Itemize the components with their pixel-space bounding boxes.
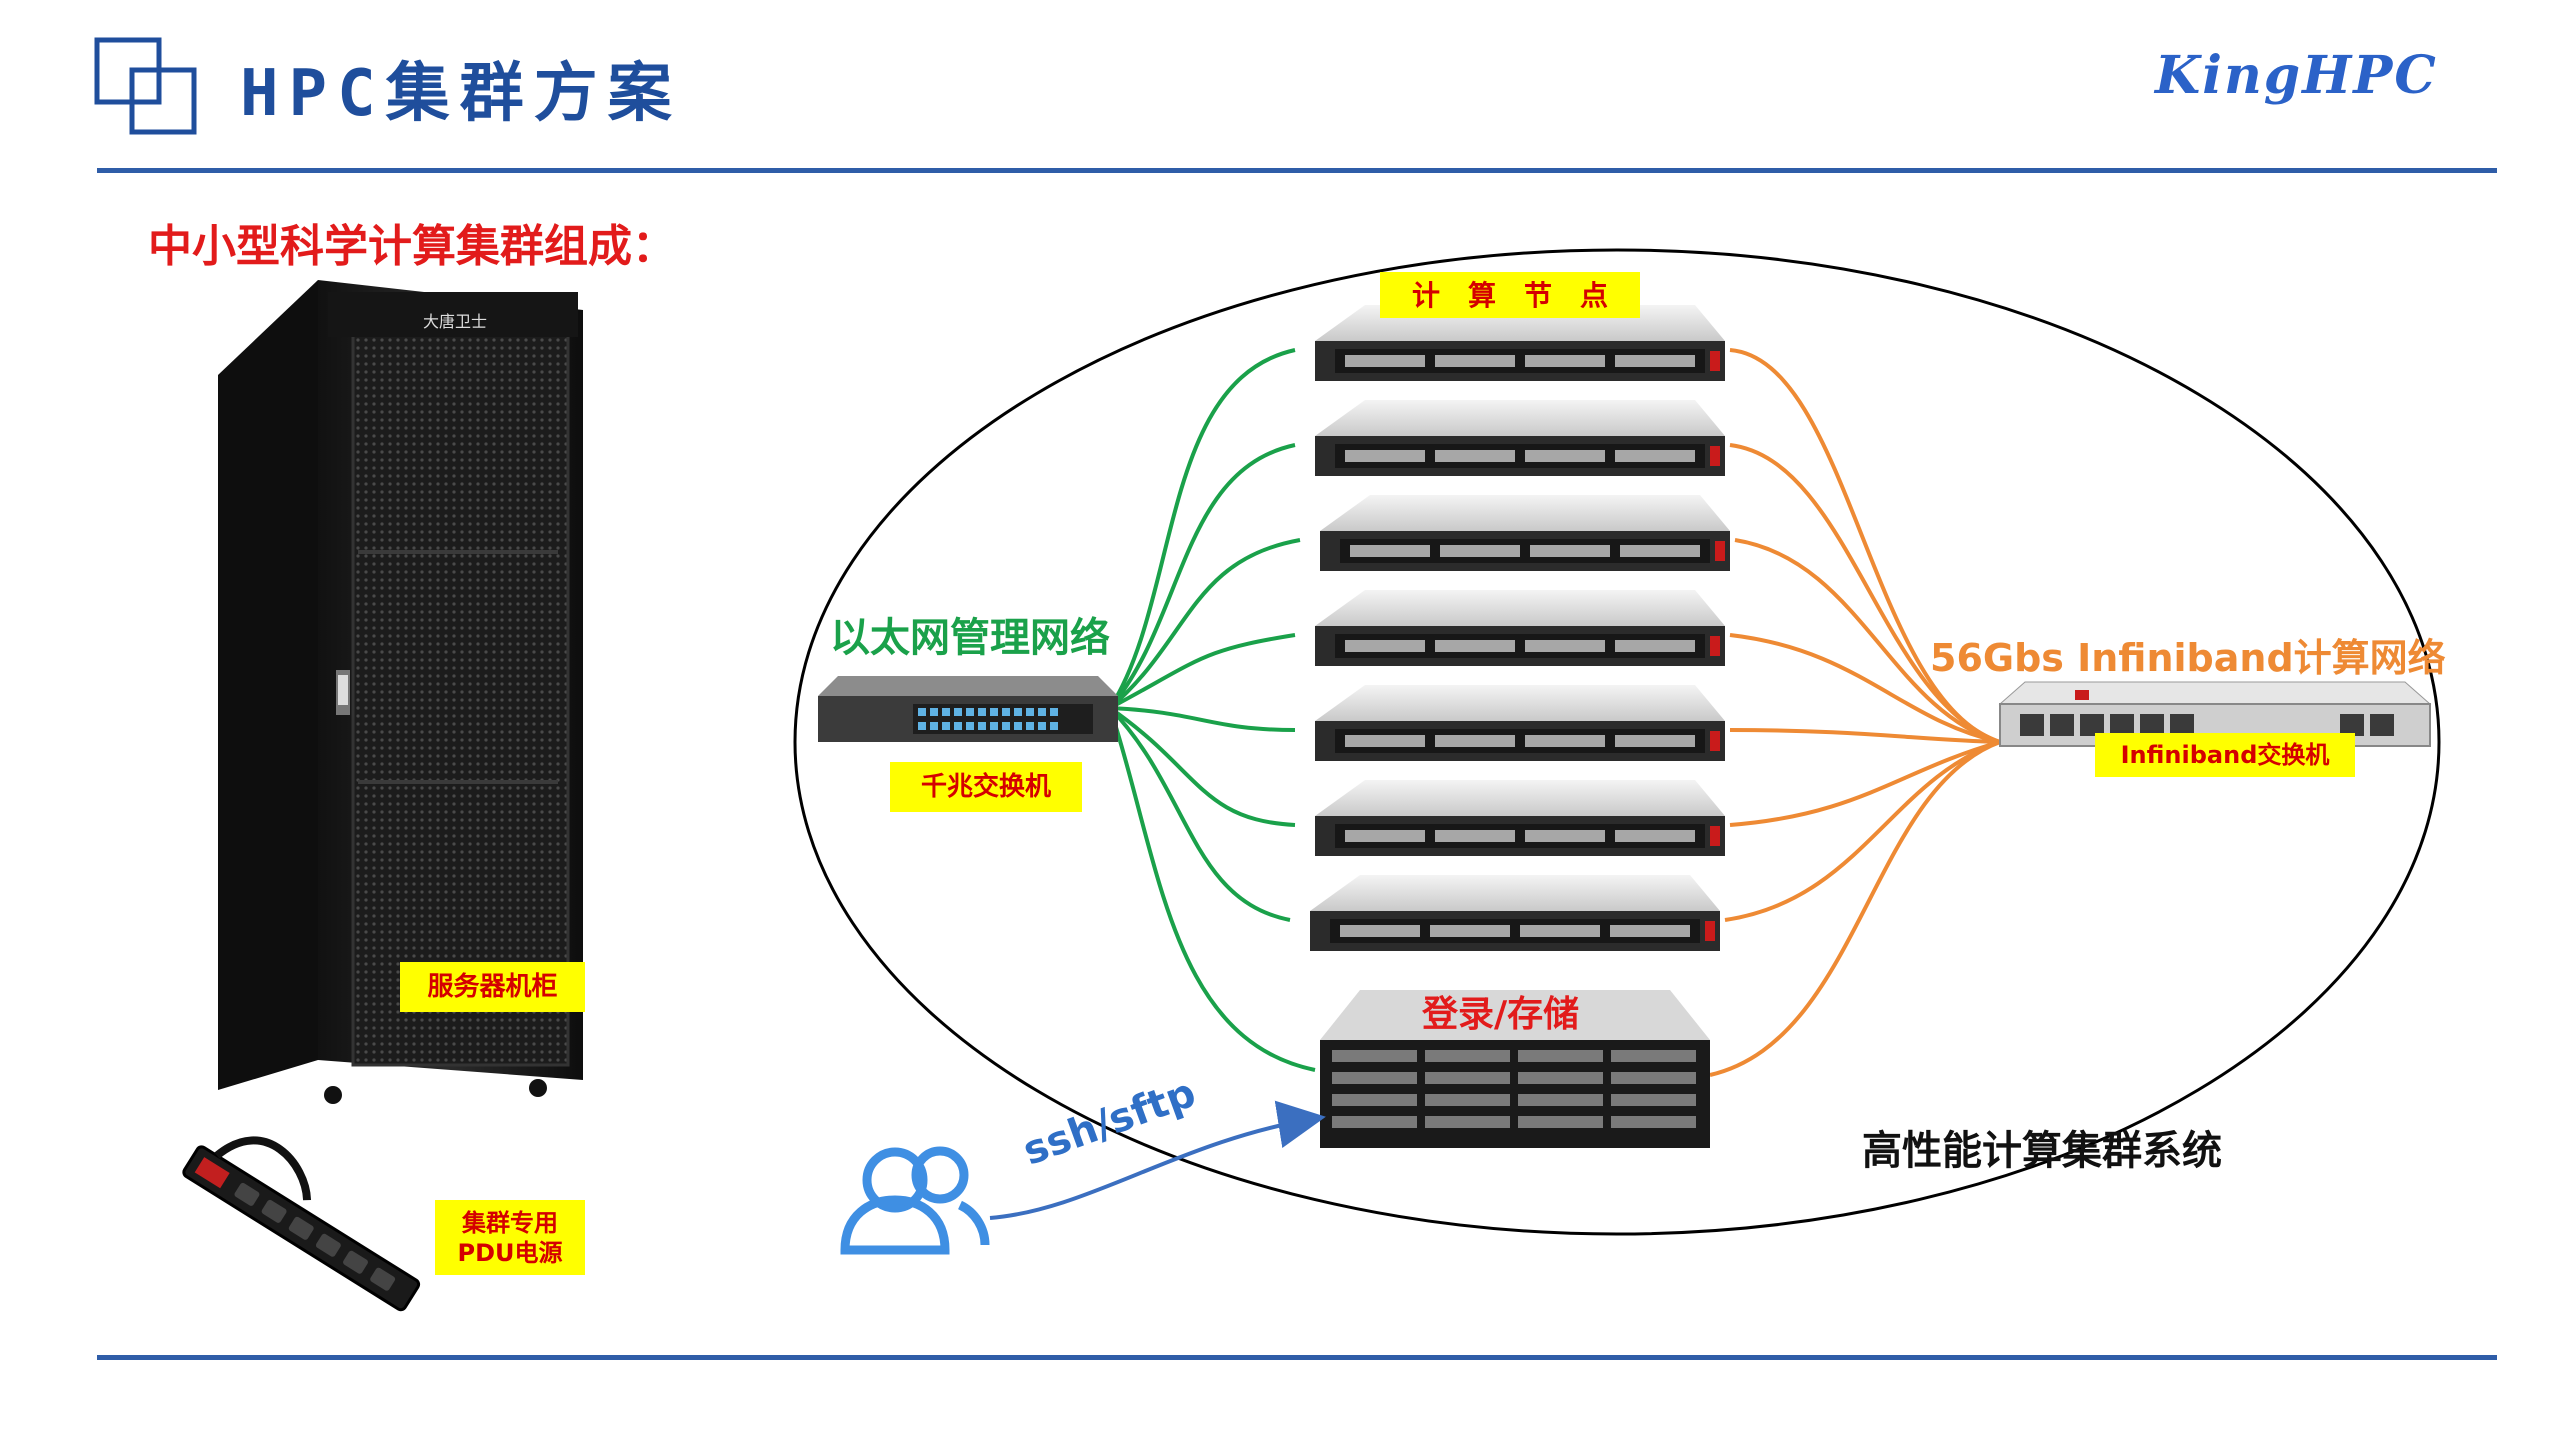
pdu-label-line1: 集群专用 <box>462 1208 558 1237</box>
brand-logo: KingHPC <box>2155 45 2438 106</box>
ssh-arrow <box>989 1100 1326 1220</box>
gigabit-switch-label: 千兆交换机 <box>890 762 1082 812</box>
compute-node-2 <box>1315 400 1725 476</box>
overlapping-squares-icon <box>94 37 197 135</box>
compute-node-4 <box>1315 590 1725 666</box>
pdu-label-line2: PDU电源 <box>457 1238 563 1267</box>
server-cabinet: 大唐卫士 <box>218 280 583 1104</box>
cabinet-label: 服务器机柜 <box>400 962 585 1012</box>
page-title: HPC集群方案 <box>240 57 682 131</box>
storage-server <box>1320 990 1710 1148</box>
compute-node-3 <box>1320 495 1730 571</box>
compute-node-6 <box>1315 780 1725 856</box>
compute-node-5 <box>1315 685 1725 761</box>
infiniband-links <box>1709 348 2090 1077</box>
gigabit-switch <box>818 676 1118 742</box>
section-subtitle: 中小型科学计算集群组成： <box>148 221 676 272</box>
ethernet-links <box>1108 348 1316 1072</box>
storage-label: 登录/存储 <box>1422 994 1580 1035</box>
system-label: 高性能计算集群系统 <box>1862 1128 2222 1174</box>
pdu-power-strip <box>182 1136 421 1312</box>
cluster-boundary <box>793 248 2441 1236</box>
compute-node-7 <box>1310 875 1720 951</box>
ethernet-network-label: 以太网管理网络 <box>830 615 1110 661</box>
header-divider <box>97 168 2497 173</box>
footer-divider <box>97 1355 2497 1360</box>
cabinet-brand-text: 大唐卫士 <box>423 312 487 331</box>
users-icon <box>840 1146 990 1255</box>
infiniband-network-label: 56Gbs Infiniband计算网络 <box>1930 636 2446 680</box>
infiniband-switch <box>1998 681 2432 747</box>
infiniband-switch-label: Infiniband交换机 <box>2095 733 2355 777</box>
compute-nodes-label: 计 算 节 点 <box>1380 272 1640 318</box>
pdu-label: 集群专用 PDU电源 <box>435 1200 585 1275</box>
